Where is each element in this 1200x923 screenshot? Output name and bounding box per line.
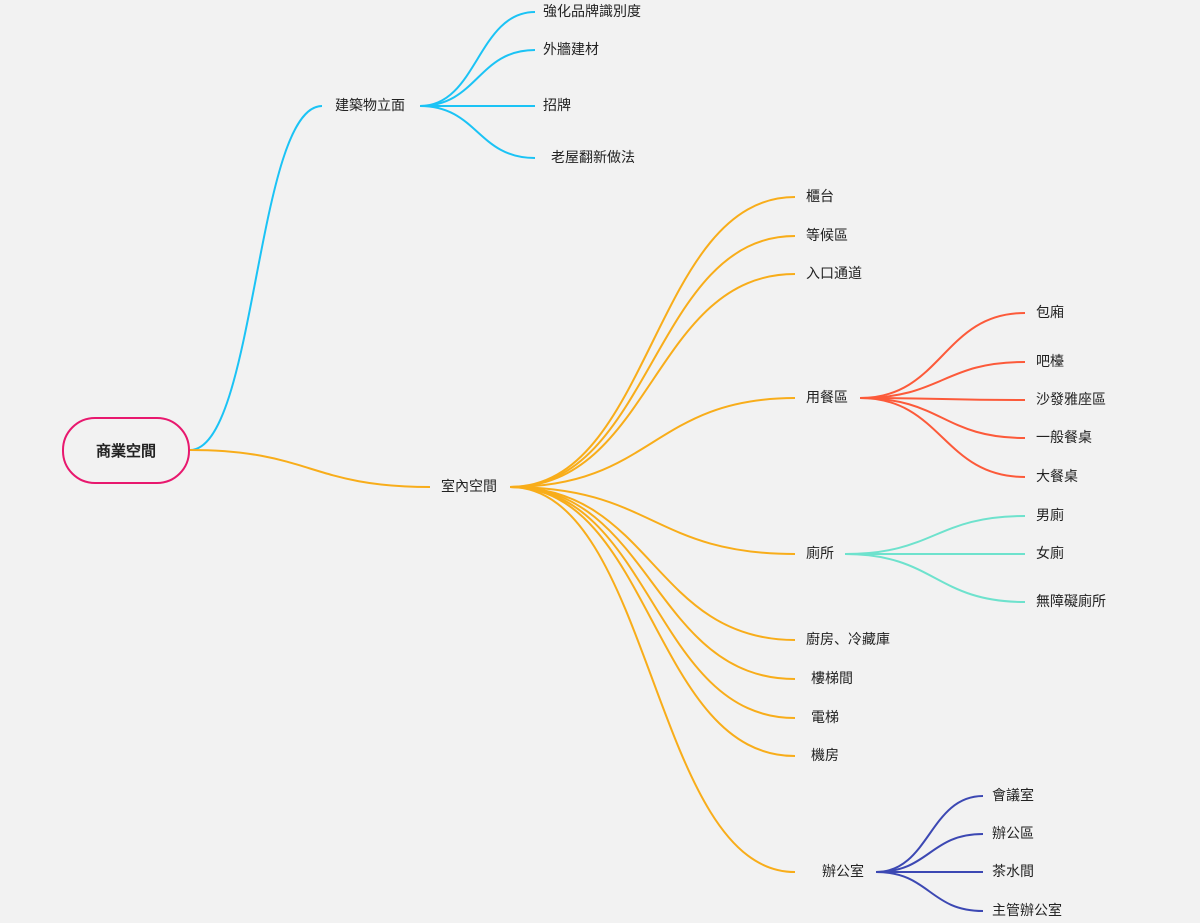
topic-node[interactable]: 櫃台 — [806, 189, 834, 205]
edge-branch-to-topic — [509, 397, 796, 488]
subtopic-node[interactable]: 包廂 — [1036, 305, 1064, 321]
topic-node[interactable]: 入口通道 — [806, 266, 862, 282]
edge-topic-to-subtopic — [859, 397, 1026, 401]
edge-topic-to-subtopic — [844, 515, 1026, 555]
edge-branch-to-topic — [509, 486, 796, 641]
edge-topic-to-subtopic — [859, 361, 1026, 399]
topic-node[interactable]: 廚房、冷藏庫 — [806, 632, 890, 648]
topic-node[interactable]: 招牌 — [543, 98, 571, 114]
subtopic-node[interactable]: 男廁 — [1036, 508, 1064, 524]
topic-node[interactable]: 樓梯間 — [811, 671, 853, 687]
edge-branch-to-topic — [509, 486, 796, 873]
branch-node[interactable]: 建築物立面 — [335, 98, 405, 114]
edge-topic-to-subtopic — [875, 871, 984, 912]
edge-root-to-branch — [189, 105, 323, 451]
subtopic-node[interactable]: 女廁 — [1036, 546, 1064, 562]
edge-branch-to-topic — [509, 486, 796, 555]
topic-node[interactable]: 辦公室 — [822, 864, 864, 880]
edge-topic-to-subtopic — [875, 833, 984, 873]
topic-node[interactable]: 廁所 — [806, 546, 834, 562]
subtopic-node[interactable]: 主管辦公室 — [992, 903, 1062, 919]
edge-branch-to-topic — [509, 273, 796, 488]
edge-topic-to-subtopic — [859, 312, 1026, 399]
edge-branch-to-topic — [509, 486, 796, 757]
root-node[interactable]: 商業空間 — [62, 417, 190, 484]
topic-node[interactable]: 外牆建材 — [543, 42, 599, 58]
edge-branch-to-topic — [419, 105, 536, 159]
edge-topic-to-subtopic — [844, 553, 1026, 603]
topic-node[interactable]: 機房 — [811, 748, 839, 764]
branch-node[interactable]: 室內空間 — [441, 479, 497, 495]
edge-topic-to-subtopic — [859, 397, 1026, 439]
topic-node[interactable]: 電梯 — [811, 710, 839, 726]
subtopic-node[interactable]: 無障礙廁所 — [1036, 594, 1106, 610]
subtopic-node[interactable]: 會議室 — [992, 788, 1034, 804]
edge-topic-to-subtopic — [859, 397, 1026, 478]
edge-branch-to-topic — [509, 235, 796, 488]
edge-branch-to-topic — [509, 196, 796, 488]
subtopic-node[interactable]: 一般餐桌 — [1036, 430, 1092, 446]
subtopic-node[interactable]: 大餐桌 — [1036, 469, 1078, 485]
topic-node[interactable]: 用餐區 — [806, 390, 848, 406]
topic-node[interactable]: 等候區 — [806, 228, 848, 244]
topic-node[interactable]: 老屋翻新做法 — [551, 150, 635, 166]
subtopic-node[interactable]: 茶水間 — [992, 864, 1034, 880]
edge-root-to-branch — [189, 449, 431, 488]
subtopic-node[interactable]: 吧檯 — [1036, 354, 1064, 370]
edge-topic-to-subtopic — [875, 795, 984, 873]
edge-branch-to-topic — [419, 49, 536, 107]
subtopic-node[interactable]: 沙發雅座區 — [1036, 392, 1106, 408]
subtopic-node[interactable]: 辦公區 — [992, 826, 1034, 842]
edge-branch-to-topic — [509, 486, 796, 719]
edge-branch-to-topic — [419, 11, 536, 107]
topic-node[interactable]: 強化品牌識別度 — [543, 4, 641, 20]
edge-branch-to-topic — [509, 486, 796, 680]
